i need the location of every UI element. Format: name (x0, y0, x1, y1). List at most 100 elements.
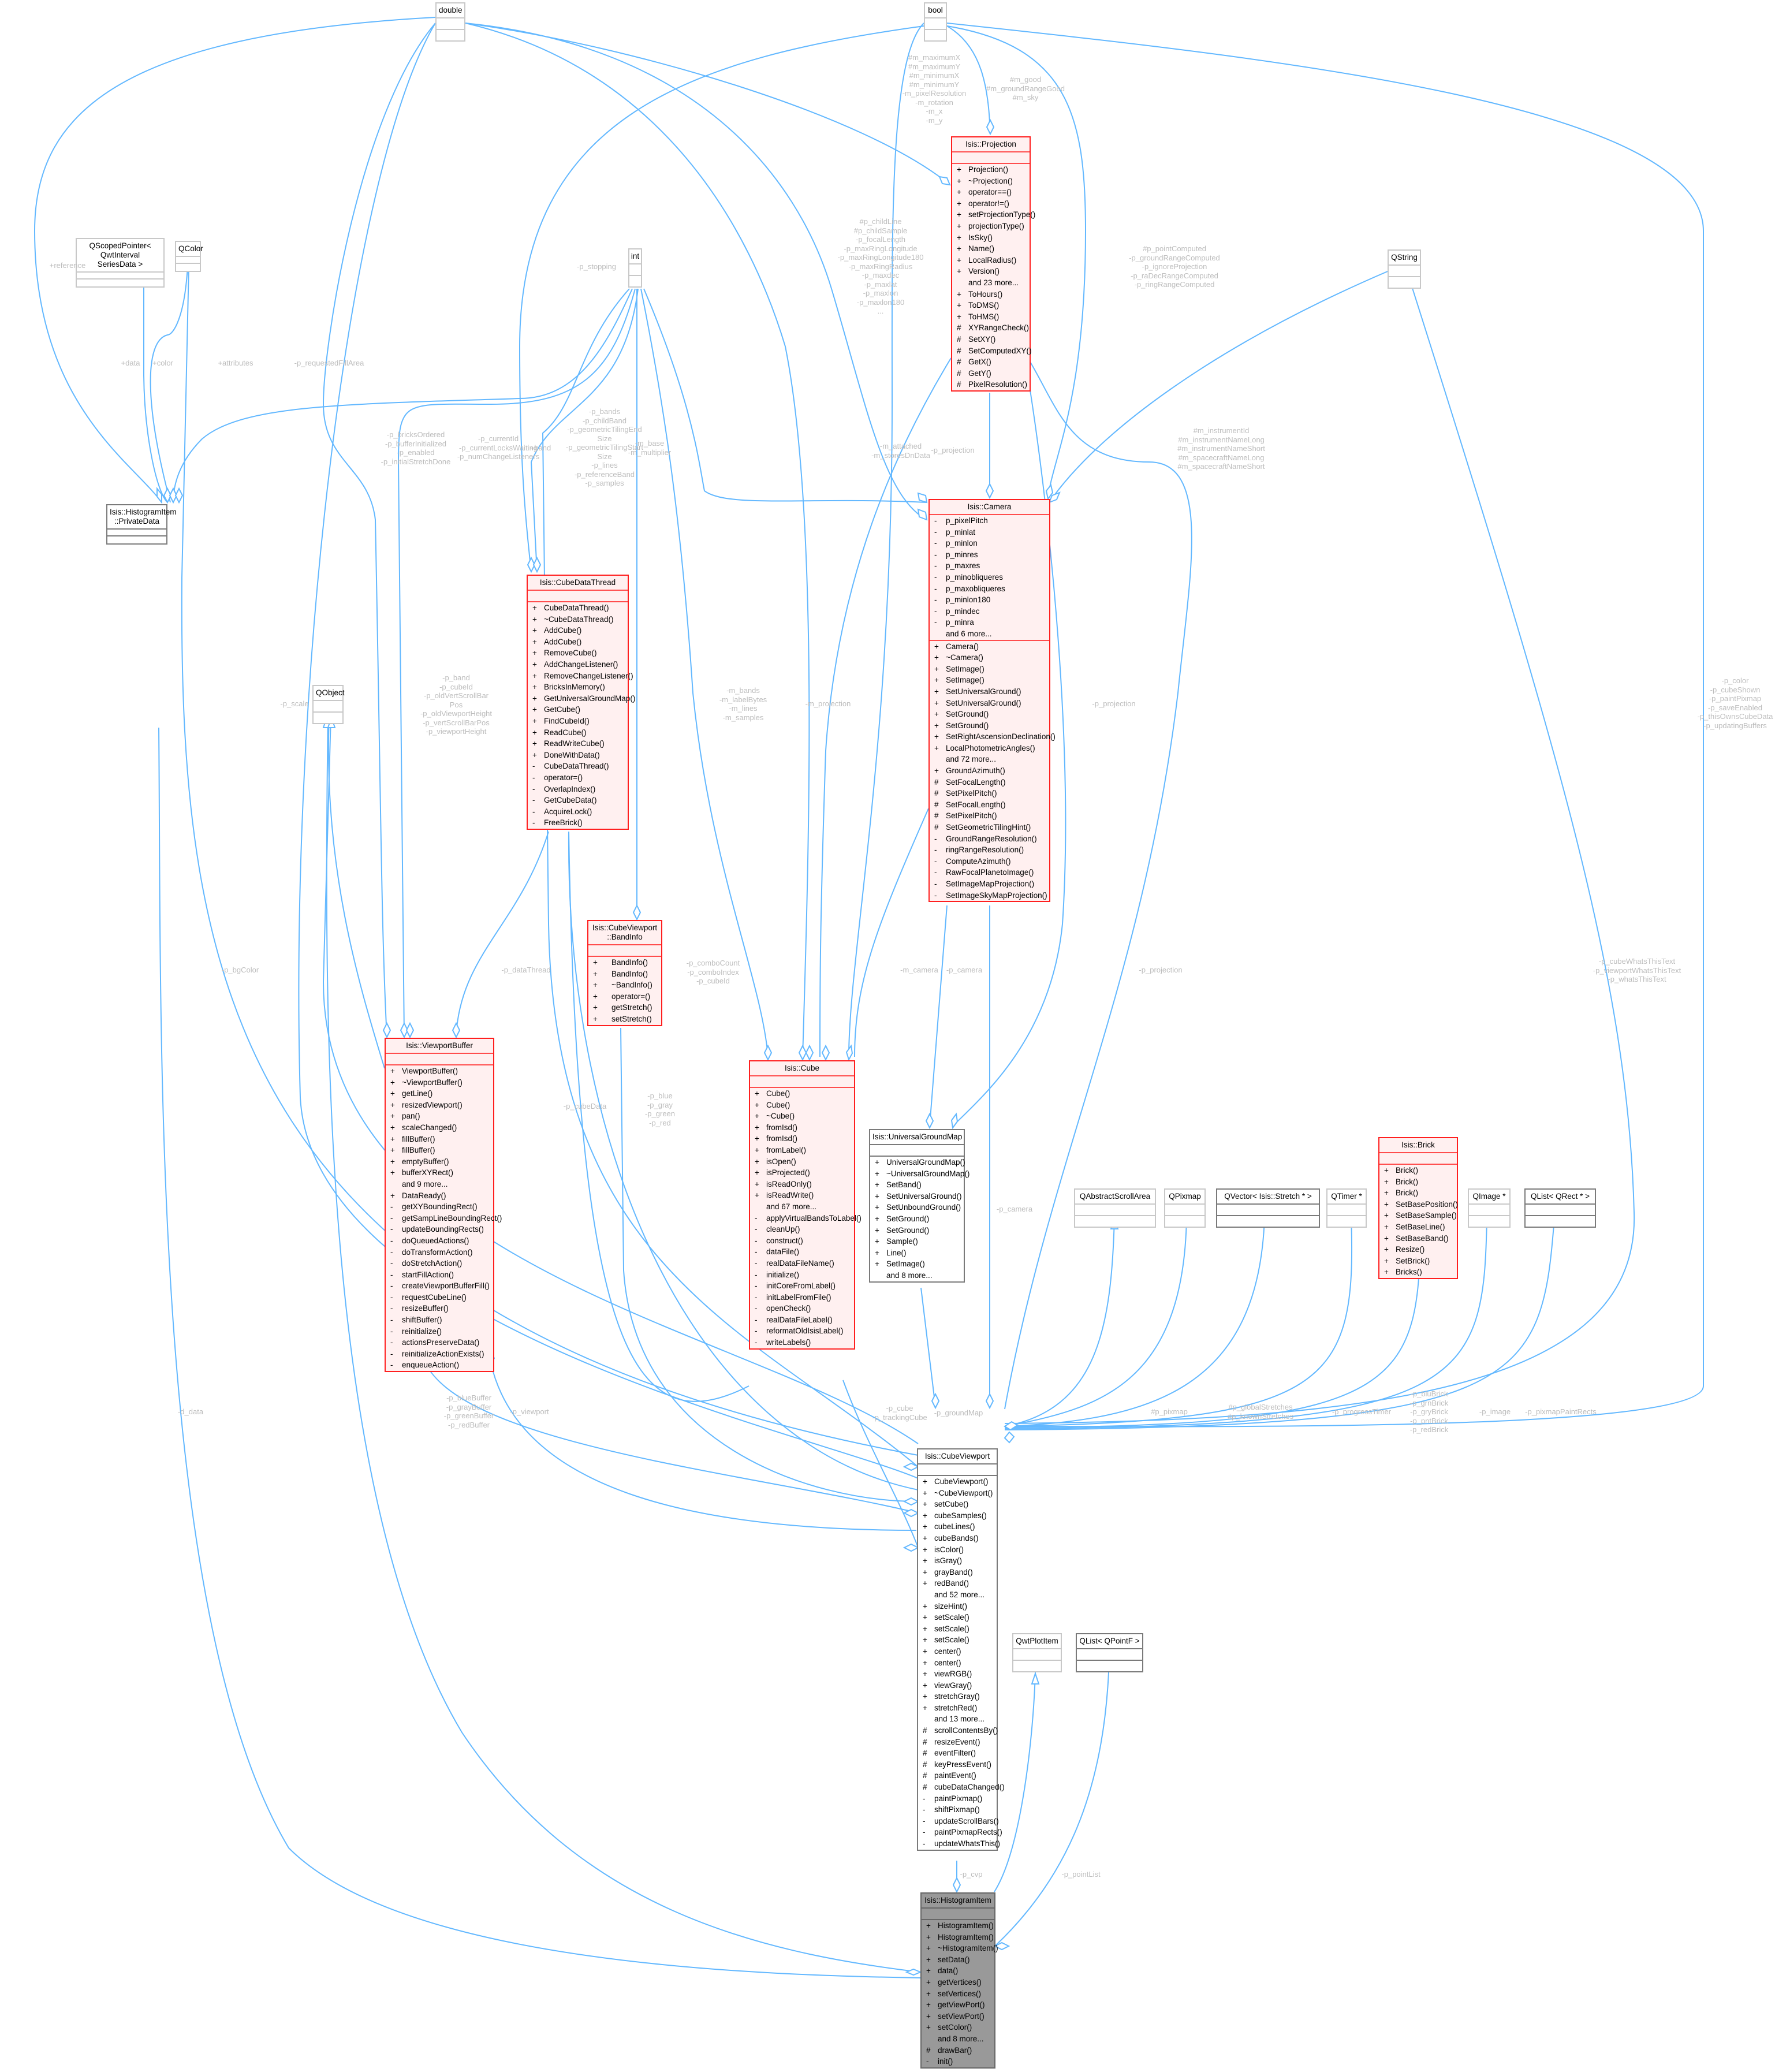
class-member[interactable]: +emptyBuffer() (386, 1156, 493, 1168)
class-member[interactable]: +SetUniversalGround() (930, 686, 1049, 698)
class-qobject[interactable]: QObject (312, 685, 345, 724)
class-member[interactable]: +operator==() (952, 187, 1030, 198)
class-int[interactable]: int (628, 248, 642, 288)
class-member[interactable]: -initialize() (750, 1269, 854, 1281)
class-member[interactable]: +~CubeDataThread() (528, 614, 628, 625)
class-member[interactable]: +setScale() (918, 1634, 997, 1646)
class-qlist-qpointf[interactable]: QList< QPointF > (1076, 1633, 1143, 1672)
class-member[interactable]: +stretchRed() (918, 1702, 997, 1714)
class-member[interactable]: #XYRangeCheck() (952, 322, 1030, 334)
class-member[interactable]: +SetBaseBand() (1379, 1233, 1457, 1244)
class-member[interactable]: -GroundRangeResolution() (930, 833, 1049, 845)
class-member[interactable]: +setScale() (918, 1612, 997, 1623)
class-member[interactable]: +setCube() (918, 1499, 997, 1510)
class-member[interactable]: -p_maxres (930, 560, 1049, 572)
class-member[interactable]: +setData() (922, 1954, 994, 1966)
class-member[interactable]: -p_minlat (930, 527, 1049, 538)
class-bandinfo[interactable]: Isis::CubeViewport ::BandInfo +BandInfo(… (587, 920, 662, 1026)
class-cubeviewport[interactable]: Isis::CubeViewport +CubeViewport()+~Cube… (917, 1448, 1005, 1851)
class-member[interactable]: -p_minres (930, 549, 1049, 561)
class-member[interactable]: +Brick() (1379, 1176, 1457, 1188)
class-member[interactable]: -updateScrollBars() (918, 1816, 999, 1827)
class-member[interactable]: +setVertices() (922, 1988, 994, 2000)
class-member[interactable]: +getVertices() (922, 1977, 994, 1988)
class-member[interactable]: #SetComputedXY() (952, 345, 1032, 357)
class-member[interactable]: -p_minra (930, 617, 1049, 628)
class-member[interactable]: -getSampLineBoundingRect() (386, 1213, 502, 1224)
class-member[interactable]: -reinitializeActionExists() (386, 1348, 493, 1360)
class-member[interactable]: +isOpen() (750, 1156, 854, 1168)
class-member[interactable]: +FindCubeId() (528, 715, 628, 727)
more-members[interactable]: and 6 more... (930, 628, 1049, 640)
more-members[interactable]: and 67 more... (750, 1201, 854, 1213)
class-member[interactable]: +scaleChanged() (386, 1122, 493, 1134)
class-member[interactable]: +data() (922, 1965, 994, 1977)
class-qimage[interactable]: QImage * (1468, 1188, 1511, 1228)
class-member[interactable]: +setProjectionType() (952, 209, 1035, 221)
class-member[interactable]: +LocalPhotometricAngles() (930, 743, 1049, 754)
class-member[interactable]: +~UniversalGroundMap() (870, 1168, 969, 1180)
class-member[interactable]: +fillBuffer() (386, 1145, 493, 1156)
class-projection[interactable]: Isis::Projection +Projection()+~Projecti… (951, 136, 1035, 392)
class-member[interactable]: +BandInfo() (588, 957, 661, 968)
class-histogramitem[interactable]: Isis::HistogramItem +HistogramItem()+His… (920, 1892, 998, 2069)
class-member[interactable]: +viewGray() (918, 1680, 997, 1691)
class-member[interactable]: +AddCube() (528, 636, 628, 648)
class-member[interactable]: +Line() (870, 1247, 964, 1259)
class-privatedata[interactable]: Isis::HistogramItem ::PrivateData (106, 504, 177, 545)
class-member[interactable]: +ToHours() (952, 289, 1030, 300)
more-members[interactable]: and 23 more... (952, 277, 1030, 289)
class-member[interactable]: +Cube() (750, 1100, 854, 1111)
class-member[interactable]: #PixelResolution() (952, 379, 1030, 390)
class-member[interactable]: +Bricks() (1379, 1266, 1457, 1278)
class-member[interactable]: +fromIsd() (750, 1133, 854, 1145)
class-member[interactable]: +GetUniversalGroundMap() (528, 693, 635, 705)
class-member[interactable]: -doTransformAction() (386, 1247, 493, 1258)
class-member[interactable]: +isColor() (918, 1544, 997, 1556)
class-member[interactable]: +isProjected() (750, 1167, 854, 1179)
class-member[interactable]: #SetFocalLength() (930, 799, 1049, 811)
class-member[interactable]: -SetImageMapProjection() (930, 878, 1049, 890)
class-member[interactable]: +cubeLines() (918, 1521, 997, 1533)
class-member[interactable]: +fromLabel() (750, 1145, 854, 1156)
class-member[interactable]: -updateWhatsThis() (918, 1838, 1000, 1850)
class-member[interactable]: -SetImageSkyMapProjection() (930, 890, 1049, 901)
class-member[interactable]: -startFillAction() (386, 1269, 493, 1281)
class-member[interactable]: -p_maxobliqueres (930, 583, 1049, 595)
class-member[interactable]: +GroundAzimuth() (930, 765, 1049, 777)
class-member[interactable]: #resizeEvent() (918, 1736, 997, 1748)
class-member[interactable]: -p_minlon (930, 538, 1049, 549)
class-member[interactable]: +ReadCube() (528, 727, 628, 739)
class-member[interactable]: +setScale() (918, 1623, 997, 1635)
class-member[interactable]: +BandInfo() (588, 968, 661, 980)
class-member[interactable]: +setViewPort() (922, 2011, 994, 2022)
class-member[interactable]: +ReadWriteCube() (528, 738, 628, 750)
class-member[interactable]: +isGray() (918, 1555, 997, 1567)
class-member[interactable]: -initLabelFromFile() (750, 1292, 854, 1303)
class-member[interactable]: +~BandInfo() (588, 979, 661, 991)
class-member[interactable]: +fromIsd() (750, 1122, 854, 1134)
class-member[interactable]: +resizedViewport() (386, 1100, 493, 1111)
class-member[interactable]: +SetBand() (870, 1179, 964, 1191)
class-member[interactable]: +SetUnboundGround() (870, 1202, 964, 1213)
class-member[interactable]: -getXYBoundingRect() (386, 1201, 493, 1213)
class-member[interactable]: +SetBaseSample() (1379, 1210, 1457, 1221)
class-member[interactable]: -AcquireLock() (528, 806, 628, 818)
class-member[interactable]: #GetX() (952, 356, 1030, 368)
more-members[interactable]: and 8 more... (922, 2033, 994, 2045)
class-member[interactable]: -realDataFileName() (750, 1258, 854, 1269)
more-members[interactable]: and 52 more... (918, 1589, 997, 1601)
class-member[interactable]: +fillBuffer() (386, 1134, 493, 1145)
class-member[interactable]: +Resize() (1379, 1244, 1457, 1255)
class-member[interactable]: +getLine() (386, 1088, 493, 1100)
class-member[interactable]: #SetFocalLength() (930, 777, 1049, 788)
class-cube[interactable]: Isis::Cube +Cube()+Cube()+~Cube()+fromIs… (749, 1060, 862, 1350)
class-member[interactable]: +DoneWithData() (528, 750, 628, 761)
class-member[interactable]: #SetPixelPitch() (930, 810, 1049, 822)
class-member[interactable]: +~Projection() (952, 176, 1030, 187)
class-member[interactable]: +~HistogramItem() (922, 1943, 998, 1954)
class-member[interactable]: +redBand() (918, 1578, 997, 1589)
class-member[interactable]: +Brick() (1379, 1187, 1457, 1199)
class-viewportbuffer[interactable]: Isis::ViewportBuffer +ViewportBuffer()+~… (385, 1038, 502, 1373)
class-member[interactable]: -shiftPixmap() (918, 1804, 997, 1816)
